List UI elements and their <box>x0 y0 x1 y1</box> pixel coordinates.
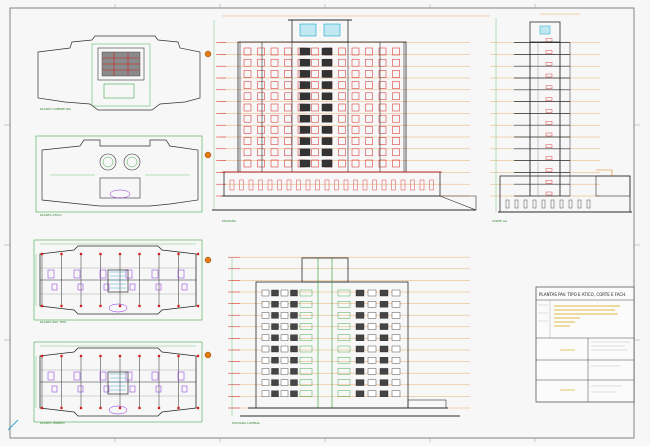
section-markers <box>204 50 212 359</box>
border-ticks <box>4 4 640 442</box>
title-block-title: PLANTAS PAV. TIPO E ATICO, CORTE E FACH. <box>539 292 626 297</box>
water-tank-right <box>123 153 141 171</box>
elevation-main <box>212 15 490 211</box>
plan-ground <box>33 341 203 423</box>
plan-typical <box>33 239 203 321</box>
plan-attic: PLANTA ATICO <box>35 135 203 217</box>
label-plan-attic: PLANTA ATICO <box>40 213 62 217</box>
label-section: CORTE AA <box>492 219 508 223</box>
elevation-side <box>228 256 470 417</box>
label-elevation-main: FACHADA <box>222 219 237 223</box>
section-view <box>490 13 632 213</box>
plan-roof: PLANTA COBERTURA <box>37 35 201 111</box>
label-plan-roof: PLANTA COBERTURA <box>40 107 72 111</box>
label-elevation-side: FACHADA LATERAL <box>232 421 260 425</box>
water-tank-left <box>99 153 117 171</box>
label-plan-ground: PLANTA TERREO <box>40 421 65 425</box>
label-plan-typical: PLANTA PAV. TIPO <box>40 320 67 324</box>
title-block: PLANTAS PAV. TIPO E ATICO, CORTE E FACH. <box>535 286 635 403</box>
